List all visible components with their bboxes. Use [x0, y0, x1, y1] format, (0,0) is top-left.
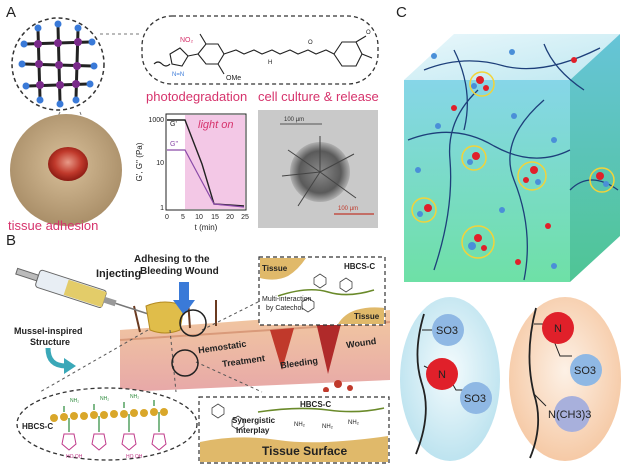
x-tick-20: 20	[226, 214, 234, 221]
label-tissue-surface: Tissue Surface	[262, 444, 348, 458]
label-hbcs-mid: HBCS-C	[300, 400, 332, 409]
x-tick-5: 5	[181, 214, 185, 221]
svg-text:O: O	[308, 40, 313, 46]
gel-blob	[145, 301, 185, 334]
label-mussel-line2: Structure	[30, 337, 71, 347]
y-tick-1: 1	[160, 205, 164, 212]
label-photodegradation: photodegradation	[146, 89, 248, 104]
svg-text:NH₂: NH₂	[100, 396, 109, 402]
y-tick-1000: 1000	[148, 117, 164, 124]
label-adhering-line2: Bleeding Wound	[140, 266, 219, 277]
svg-text:OMe: OMe	[226, 75, 241, 82]
scale-bar-bottom: 100 µm	[338, 206, 358, 212]
label-mussel-line1: Mussel-inspired	[14, 326, 83, 336]
cell-micrograph: 100 µm 100 µm	[258, 110, 378, 228]
panel-b-letter: B	[6, 232, 17, 249]
series-g-label: G'	[170, 121, 177, 128]
zoom-circle-bottom	[171, 349, 199, 377]
svg-text:NH₂: NH₂	[130, 394, 139, 400]
svg-text:NO₂: NO₂	[180, 37, 194, 44]
svg-text:H: H	[268, 60, 272, 66]
polymer-network-inset	[11, 17, 105, 111]
tissue-mechanism-box	[258, 256, 386, 326]
x-tick-25: 25	[241, 214, 249, 221]
x-axis-label: t (min)	[195, 223, 218, 232]
chemical-structure-box: NO₂ N=N OMe H O O	[141, 15, 379, 85]
mussel-arrow	[45, 347, 76, 374]
panel-a-letter: A	[6, 4, 17, 21]
label-tissue-top-left: Tissue	[262, 264, 288, 273]
panel-c-letter: C	[396, 4, 407, 21]
left-so3-bottom: SO3	[464, 393, 486, 405]
right-n: N	[554, 323, 562, 335]
x-tick-0: 0	[165, 214, 169, 221]
rheology-chart: G' G'' light on 1000 10 1 0 5 10 15 20 2…	[135, 113, 249, 232]
light-on-label: light on	[198, 119, 233, 131]
label-tissue-top-right: Tissue	[354, 312, 380, 321]
right-nme3: N(CH3)3	[548, 409, 591, 421]
label-multi-line1: Multi-interaction	[262, 296, 312, 303]
syringe-illustration	[15, 267, 152, 316]
zoom-circle-top	[179, 309, 207, 337]
label-synergistic-line1: Synergistic	[232, 416, 276, 425]
left-n: N	[438, 369, 446, 381]
svg-text:NH₂: NH₂	[322, 424, 334, 430]
right-so3: SO3	[574, 365, 596, 377]
label-synergistic-line2: Interplay	[236, 426, 270, 435]
x-tick-10: 10	[195, 214, 203, 221]
tissue-photo	[10, 114, 122, 226]
trimethylammonium-bubble: N SO3 N(CH3)3	[509, 297, 621, 461]
y-axis-label: G', G'' (Pa)	[135, 142, 144, 181]
y-tick-10: 10	[156, 160, 164, 167]
svg-text:NH₂: NH₂	[70, 398, 79, 404]
x-tick-15: 15	[211, 214, 219, 221]
series-g2-label: G''	[170, 141, 178, 148]
hbcs-chain-ellipse: NH₂ NH₂ NH₂ HO OH HO OH	[16, 387, 198, 461]
label-hbcs-left: HBCS-C	[22, 422, 54, 431]
hydrogel-cube	[404, 34, 620, 282]
label-cell-culture: cell culture & release	[258, 89, 379, 104]
left-so3-top: SO3	[436, 325, 458, 337]
svg-text:N=N: N=N	[172, 72, 184, 78]
label-multi-line2: by Catechol	[266, 305, 303, 312]
svg-text:HO OH: HO OH	[126, 454, 143, 460]
svg-text:HO OH: HO OH	[66, 454, 83, 460]
label-adhering-line1: Adhesing to the	[134, 254, 210, 265]
scale-bar-top: 100 µm	[284, 117, 304, 123]
label-hbcs-top: HBCS-C	[344, 262, 376, 271]
svg-text:NH₂: NH₂	[294, 422, 306, 428]
sulfonate-bubble: SO3 N SO3	[400, 297, 500, 461]
svg-text:NH₂: NH₂	[348, 420, 360, 426]
label-injecting: Injecting	[96, 268, 142, 280]
svg-text:O: O	[366, 30, 371, 36]
adhering-arrow	[173, 282, 195, 315]
label-tissue-adhesion: tissue adhesion	[8, 218, 99, 233]
tissue-surface-box: NH₂ NH₂ NH₂	[198, 396, 390, 464]
